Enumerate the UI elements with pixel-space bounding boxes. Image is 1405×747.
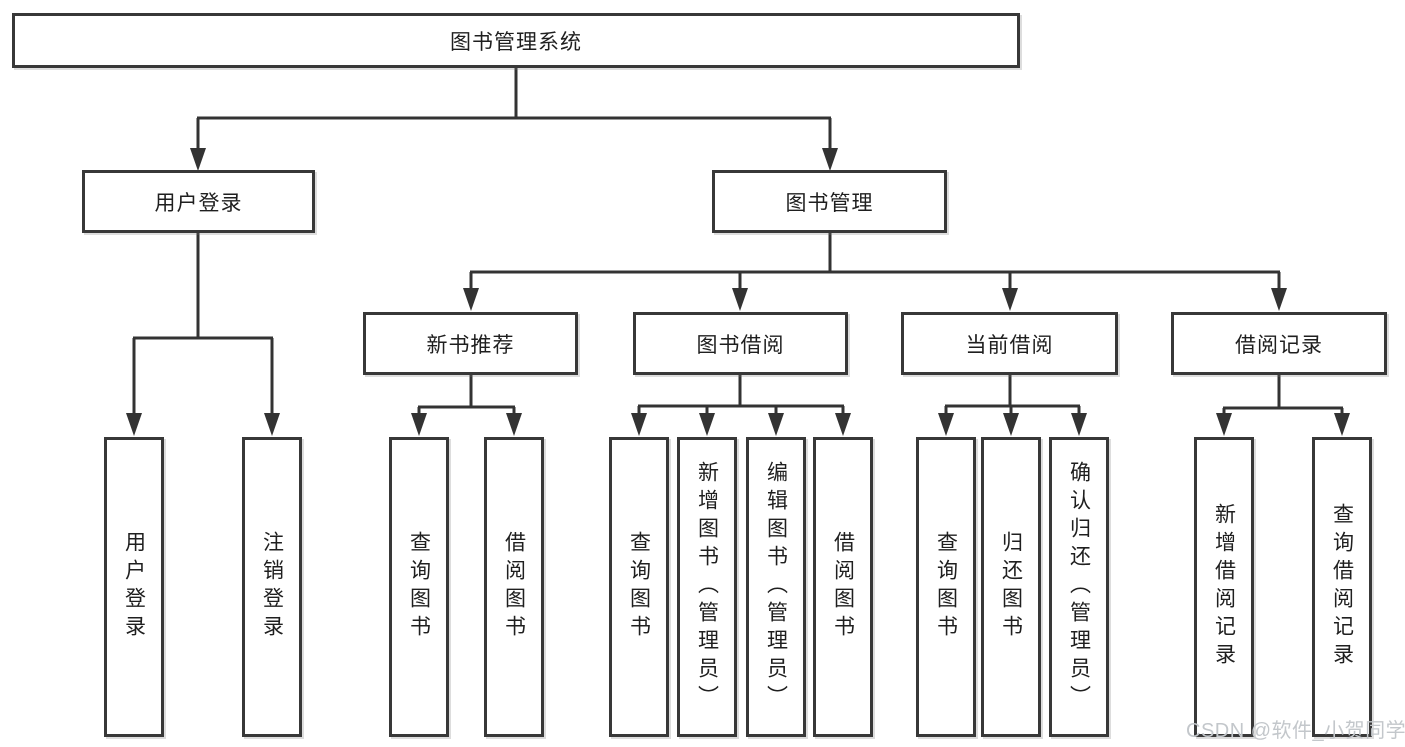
node-borrow-record: 借阅记录 — [1171, 312, 1387, 375]
node-root-label: 图书管理系统 — [450, 30, 582, 54]
leaf-user-login-label: 用户登录 — [122, 531, 146, 643]
leaf-newbook-query: 查询图书 — [389, 437, 449, 737]
leaf-current-return: 归还图书 — [981, 437, 1041, 737]
node-new-book-recommend: 新书推荐 — [363, 312, 578, 375]
leaf-borrow-query: 查询图书 — [609, 437, 669, 737]
leaf-newbook-query-label: 查询图书 — [407, 531, 431, 643]
node-root-system: 图书管理系统 — [12, 13, 1020, 68]
leaf-record-query-label: 查询借阅记录 — [1330, 503, 1354, 671]
leaf-borrow-edit-admin-label: 编辑图书（管理员） — [764, 461, 788, 713]
leaf-borrow-query-label: 查询图书 — [627, 531, 651, 643]
node-new-book-recommend-label: 新书推荐 — [426, 333, 515, 357]
leaf-borrow-add-admin-label: 新增图书（管理员） — [695, 461, 719, 713]
leaf-borrow-add-admin: 新增图书（管理员） — [677, 437, 737, 737]
leaf-record-add-label: 新增借阅记录 — [1212, 503, 1236, 671]
node-book-management: 图书管理 — [712, 170, 947, 233]
leaf-current-confirm-admin-label: 确认归还（管理员） — [1067, 461, 1091, 713]
leaf-newbook-borrow-label: 借阅图书 — [502, 531, 526, 643]
node-user-login: 用户登录 — [82, 170, 315, 233]
leaf-current-query: 查询图书 — [916, 437, 976, 737]
leaf-user-login: 用户登录 — [104, 437, 164, 737]
node-book-borrow-label: 图书借阅 — [696, 333, 785, 357]
leaf-current-confirm-admin: 确认归还（管理员） — [1049, 437, 1109, 737]
leaf-borrow-edit-admin: 编辑图书（管理员） — [746, 437, 806, 737]
leaf-logout-label: 注销登录 — [260, 531, 284, 643]
leaf-record-add: 新增借阅记录 — [1194, 437, 1254, 737]
node-borrow-record-label: 借阅记录 — [1235, 333, 1323, 357]
node-current-borrow: 当前借阅 — [901, 312, 1118, 375]
node-book-management-label: 图书管理 — [785, 191, 874, 215]
node-book-borrow: 图书借阅 — [633, 312, 848, 375]
leaf-record-query: 查询借阅记录 — [1312, 437, 1372, 737]
leaf-logout: 注销登录 — [242, 437, 302, 737]
leaf-current-query-label: 查询图书 — [934, 531, 958, 643]
leaf-borrow-borrow-label: 借阅图书 — [831, 531, 855, 643]
node-current-borrow-label: 当前借阅 — [965, 333, 1054, 357]
csdn-watermark: CSDN @软件_小贺同学 — [1186, 720, 1405, 742]
leaf-newbook-borrow: 借阅图书 — [484, 437, 544, 737]
node-user-login-label: 用户登录 — [154, 191, 243, 215]
leaf-current-return-label: 归还图书 — [999, 531, 1023, 643]
leaf-borrow-borrow: 借阅图书 — [813, 437, 873, 737]
